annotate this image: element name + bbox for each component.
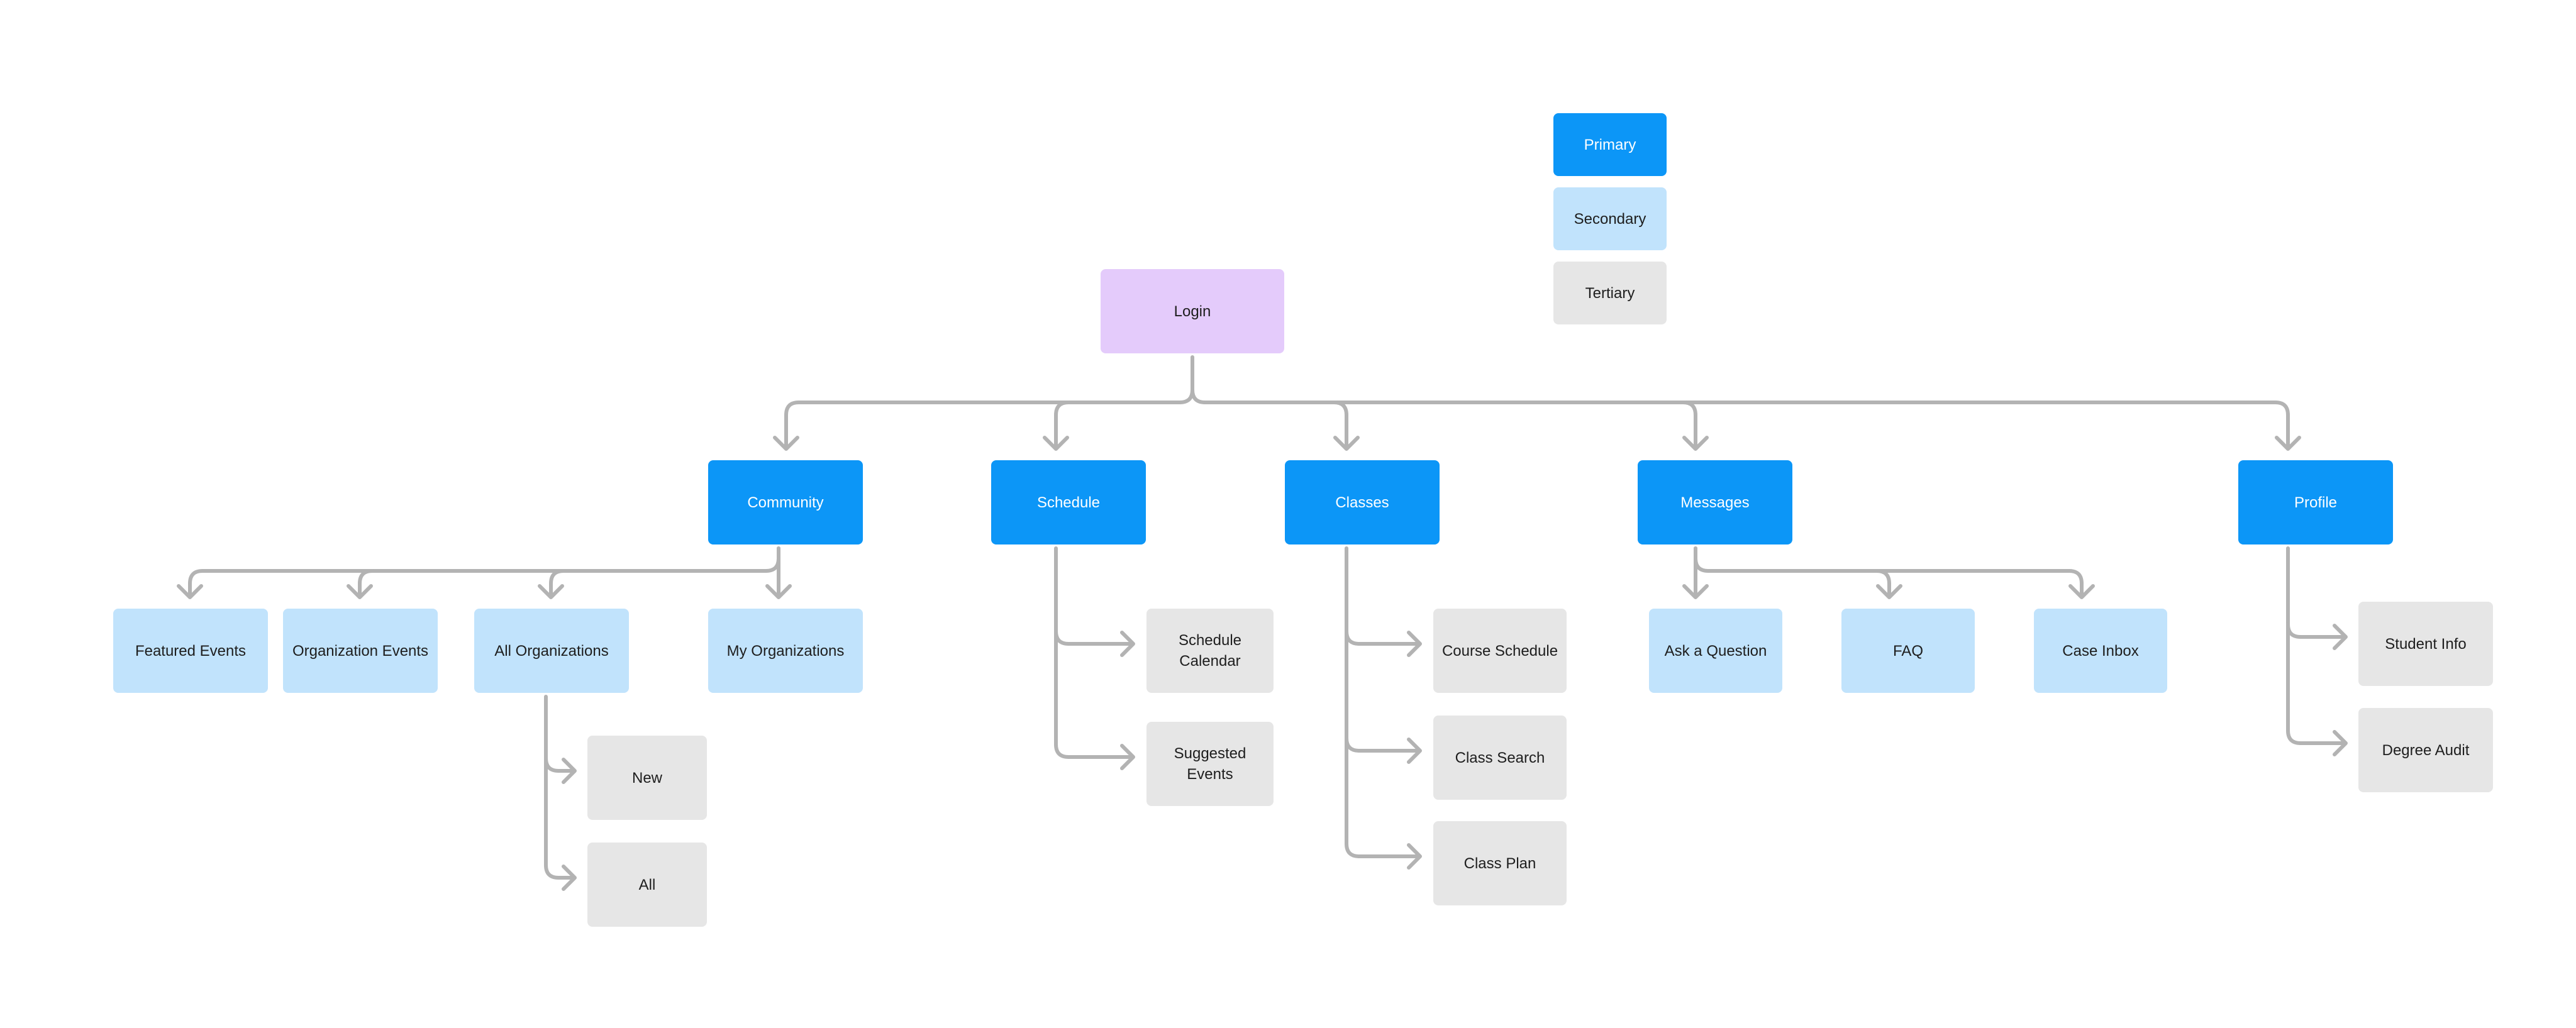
- connector-login-bus: [784, 355, 1194, 450]
- node-my-organizations: My Organizations: [708, 609, 863, 693]
- legend-primary-label: Primary: [1584, 136, 1636, 153]
- arrowhead: [773, 436, 799, 451]
- node-ask-a-question: Ask a Question: [1649, 609, 1782, 693]
- node-new-label: New: [631, 769, 662, 787]
- node-class-plan-label: Class Plan: [1463, 854, 1536, 872]
- node-my-organizations-label: My Organizations: [726, 642, 845, 660]
- arrowhead: [2333, 624, 2348, 650]
- node-all: All: [587, 843, 707, 927]
- arrowhead: [1682, 584, 1709, 599]
- node-classes-label: Classes: [1335, 494, 1389, 511]
- legend-primary: Primary: [1553, 113, 1667, 176]
- node-course-schedule: Course Schedule: [1433, 609, 1567, 693]
- connector-messages-faq: [1875, 569, 1891, 598]
- node-all-organizations-label: All Organizations: [494, 642, 609, 660]
- node-case-inbox: Case Inbox: [2034, 609, 2167, 693]
- connector-schedule-suggested: [1054, 629, 1134, 759]
- connector-schedule-calendar: [1054, 546, 1134, 646]
- node-schedule: Schedule: [991, 460, 1146, 544]
- arrowhead: [562, 758, 577, 784]
- node-suggested-events-line-1: Suggested: [1174, 745, 1246, 762]
- node-schedule-calendar-line-1: Schedule: [1178, 632, 1242, 649]
- node-student-info-label: Student Info: [2385, 635, 2467, 653]
- connector-community-bus: [188, 546, 780, 598]
- node-classes: Classes: [1285, 460, 1440, 544]
- node-new: New: [587, 736, 707, 820]
- connector-login-messages: [1681, 401, 1697, 450]
- node-organization-events: Organization Events: [283, 609, 438, 693]
- connector-login-classes: [1332, 401, 1348, 450]
- connector-allorgs-all: [544, 756, 575, 880]
- connector-community-orgevents: [358, 569, 374, 598]
- node-case-inbox-label: Case Inbox: [2062, 642, 2139, 660]
- arrowhead: [347, 584, 373, 599]
- node-faq-label: FAQ: [1892, 642, 1923, 660]
- connector-classes-search: [1345, 629, 1421, 753]
- node-ask-a-question-label: Ask a Question: [1664, 642, 1767, 660]
- arrowhead: [1043, 436, 1069, 451]
- node-organization-events-label: Organization Events: [292, 642, 429, 660]
- legend-secondary-label: Secondary: [1574, 210, 1646, 228]
- connector-profile-degree: [2286, 622, 2346, 745]
- node-degree-audit-label: Degree Audit: [2382, 741, 2470, 759]
- node-login-label: Login: [1174, 302, 1211, 320]
- node-course-schedule-label: Course Schedule: [1441, 642, 1558, 660]
- node-schedule-calendar-line-2: Calendar: [1179, 653, 1241, 670]
- node-degree-audit: Degree Audit: [2358, 708, 2493, 792]
- arrowhead: [1682, 436, 1709, 451]
- node-featured-events: Featured Events: [113, 609, 268, 693]
- node-class-plan: Class Plan: [1433, 821, 1567, 905]
- node-suggested-events-line-2: Events: [1187, 766, 1233, 783]
- connector-login-right-bus: [1191, 388, 2290, 450]
- node-suggested-events: Suggested Events: [1146, 722, 1274, 806]
- node-login: Login: [1101, 269, 1284, 353]
- node-profile: Profile: [2238, 460, 2393, 544]
- node-community: Community: [708, 460, 863, 544]
- connector-classes-plan: [1345, 736, 1421, 858]
- node-class-search-label: Class Search: [1455, 749, 1545, 766]
- legend-secondary: Secondary: [1553, 187, 1667, 250]
- arrowhead: [1333, 436, 1360, 451]
- node-schedule-calendar: Schedule Calendar: [1146, 609, 1274, 693]
- arrowhead: [2333, 730, 2348, 756]
- node-messages-label: Messages: [1680, 494, 1750, 511]
- arrowhead: [177, 584, 203, 599]
- node-featured-events-label: Featured Events: [135, 642, 247, 660]
- arrowhead: [1407, 843, 1422, 870]
- connector-login-schedule: [1054, 401, 1070, 450]
- arrowhead: [562, 865, 577, 891]
- node-schedule-label: Schedule: [1036, 494, 1101, 511]
- node-profile-label: Profile: [2294, 494, 2338, 511]
- legend-tertiary: Tertiary: [1553, 262, 1667, 324]
- arrowhead: [1407, 738, 1422, 764]
- connector-profile-studinfo: [2286, 546, 2346, 639]
- node-student-info: Student Info: [2358, 602, 2493, 686]
- legend-tertiary-label: Tertiary: [1585, 284, 1635, 302]
- connector-classes-course: [1345, 546, 1421, 646]
- node-community-label: Community: [747, 494, 824, 511]
- arrowhead: [765, 584, 792, 599]
- arrowhead: [1876, 584, 1902, 599]
- arrowhead: [1120, 631, 1135, 657]
- node-all-organizations: All Organizations: [474, 609, 629, 693]
- node-faq: FAQ: [1841, 609, 1975, 693]
- arrowhead: [1407, 631, 1422, 657]
- connector-community-allorgs: [549, 569, 565, 598]
- arrowhead: [538, 584, 564, 599]
- connector-allorgs-new: [544, 695, 575, 773]
- arrowhead: [2068, 584, 2095, 599]
- arrowhead: [2275, 436, 2301, 451]
- node-messages: Messages: [1638, 460, 1792, 544]
- arrowhead: [1120, 744, 1135, 770]
- node-all-label: All: [638, 876, 656, 893]
- node-class-search: Class Search: [1433, 716, 1567, 800]
